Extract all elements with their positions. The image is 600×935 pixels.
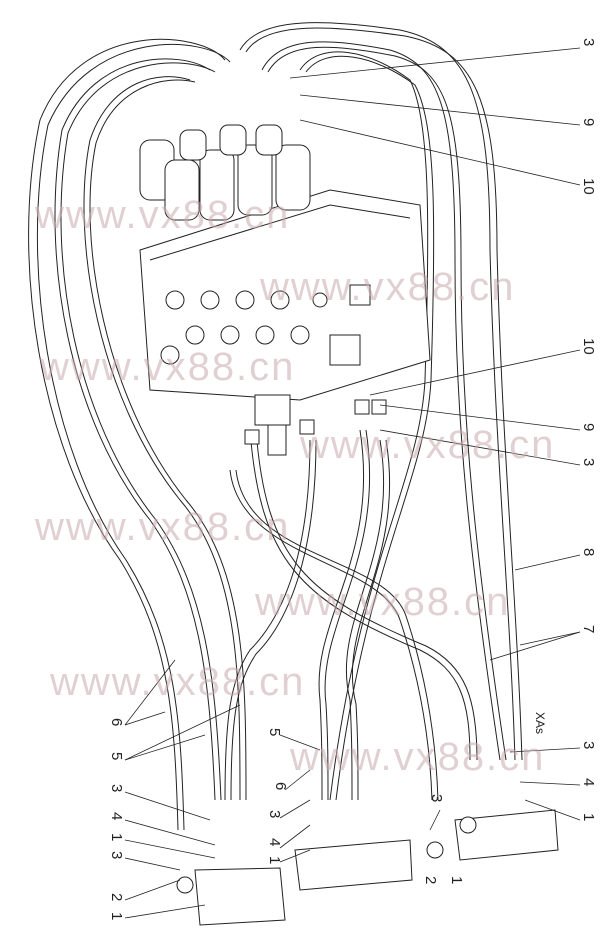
callouts-left: 6 5 3 4 1 3 2 1 1 <box>108 718 125 920</box>
callouts-middle: 5 6 3 4 1 <box>266 728 289 864</box>
callout: 1 <box>266 856 283 864</box>
watermark-text: www.vx88.cn <box>34 193 290 237</box>
callout: 10 <box>580 338 597 355</box>
hoses <box>28 22 523 831</box>
callout: 3 <box>108 784 125 792</box>
callout: 2 <box>108 893 125 901</box>
callout: 3 <box>108 851 125 859</box>
watermarks: www.vx88.cn www.vx88.cn www.vx88.cn www.… <box>34 193 555 779</box>
callout: 10 <box>580 178 597 195</box>
solenoid-coils <box>139 124 311 221</box>
callouts-center-block: 3 2 1 <box>422 794 465 884</box>
callout: 3 <box>580 458 597 466</box>
valve-ports <box>160 284 371 366</box>
callout: 3 <box>266 810 283 818</box>
callouts-right: 3 9 10 10 9 3 8 7 3 4 1 XAs <box>533 38 597 821</box>
callout: 1 <box>580 813 597 821</box>
callout: 9 <box>580 118 597 126</box>
manifold-blocks <box>176 809 559 926</box>
port-label-xas: XAs <box>533 712 547 734</box>
watermark-text: www.vx88.cn <box>254 580 510 624</box>
callout: 4 <box>580 778 597 786</box>
lower-fittings <box>244 394 387 456</box>
callout: 5 <box>108 752 125 760</box>
watermark-text: www.vx88.cn <box>259 265 515 309</box>
leader-lines <box>124 47 581 919</box>
callout: 1 <box>108 833 125 841</box>
callout: 9 <box>580 423 597 431</box>
watermark-text: www.vx88.cn <box>289 735 545 779</box>
watermark-text: www.vx88.cn <box>49 660 305 704</box>
watermark-text: www.vx88.cn <box>34 505 290 549</box>
callout: 3 <box>580 38 597 46</box>
callout: 6 <box>108 718 125 726</box>
callout: 8 <box>580 548 597 556</box>
watermark-text: www.vx88.cn <box>299 423 555 467</box>
watermark-text: www.vx88.cn <box>39 345 295 389</box>
callout: 7 <box>580 625 597 633</box>
callout: 4 <box>108 812 125 820</box>
callout: 3 <box>428 794 445 802</box>
control-valve-block <box>139 124 431 456</box>
callout: 1 <box>448 876 465 884</box>
callout: 1 <box>108 912 125 920</box>
callout: 2 <box>422 876 439 884</box>
callout: 3 <box>580 741 597 749</box>
callout: 4 <box>266 838 283 846</box>
callout: 6 <box>272 782 289 790</box>
callout: 5 <box>266 728 283 736</box>
